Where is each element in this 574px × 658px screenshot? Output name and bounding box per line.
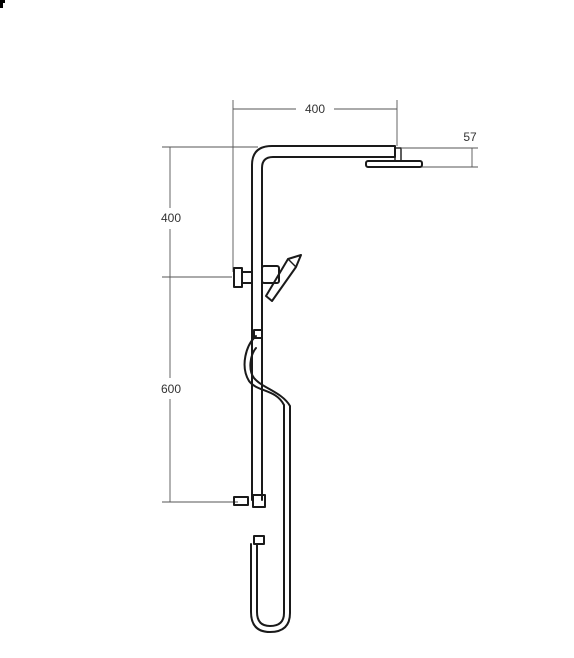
wall-outlet [233,494,266,508]
corner-crop-mark [0,0,5,8]
dim-label-upper-height: 400 [161,211,181,225]
hand-shower [265,254,302,302]
overhead-shower-head [365,160,423,168]
hose [243,335,285,627]
dim-label-lower-height: 600 [161,382,181,396]
dimension-lines [162,100,478,503]
riser-rail [251,145,396,501]
dim-label-head-thickness: 57 [463,130,477,144]
bottom-connector [253,535,265,545]
hose-outer-edge [249,347,291,633]
dim-label-arm-width: 400 [305,102,325,116]
mixer-valve [233,265,280,288]
sliding-bracket [253,329,263,339]
